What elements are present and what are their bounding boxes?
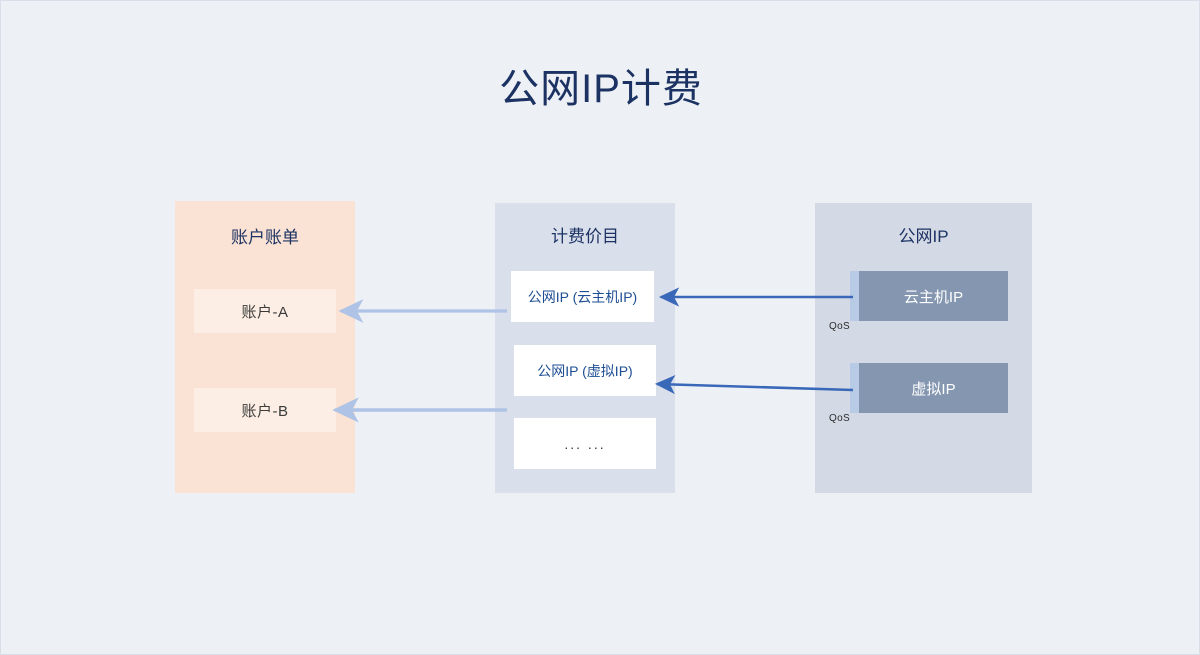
account-card-a[interactable]: 账户-A: [194, 289, 336, 333]
qos-tab-virtual-ip: [850, 363, 860, 413]
qos-tab-host-ip: [850, 271, 860, 321]
panel-public-ip: 公网IP 云主机IP QoS 虚拟IP QoS: [815, 203, 1032, 493]
pricing-card-more[interactable]: ... ...: [514, 418, 656, 469]
panel-title-account-billing: 账户账单: [231, 228, 299, 247]
panel-pricing-items: 计费价目 公网IP (云主机IP) 公网IP (虚拟IP) ... ...: [495, 203, 675, 493]
panel-title-pricing-items: 计费价目: [551, 227, 619, 246]
page-title: 公网IP计费: [499, 67, 703, 111]
ip-box-host-ip[interactable]: 云主机IP: [859, 271, 1008, 321]
ip-box-virtual-ip[interactable]: 虚拟IP: [859, 363, 1008, 413]
pricing-card-virtual-ip[interactable]: 公网IP (虚拟IP): [514, 345, 656, 396]
account-card-b[interactable]: 账户-B: [194, 388, 336, 432]
qos-label-host-ip: QoS: [829, 321, 850, 332]
qos-label-virtual-ip: QoS: [829, 413, 850, 424]
pricing-card-host-ip[interactable]: 公网IP (云主机IP): [511, 271, 654, 322]
panel-account-billing: 账户账单 账户-A 账户-B: [175, 201, 355, 493]
panel-title-public-ip: 公网IP: [898, 227, 949, 246]
